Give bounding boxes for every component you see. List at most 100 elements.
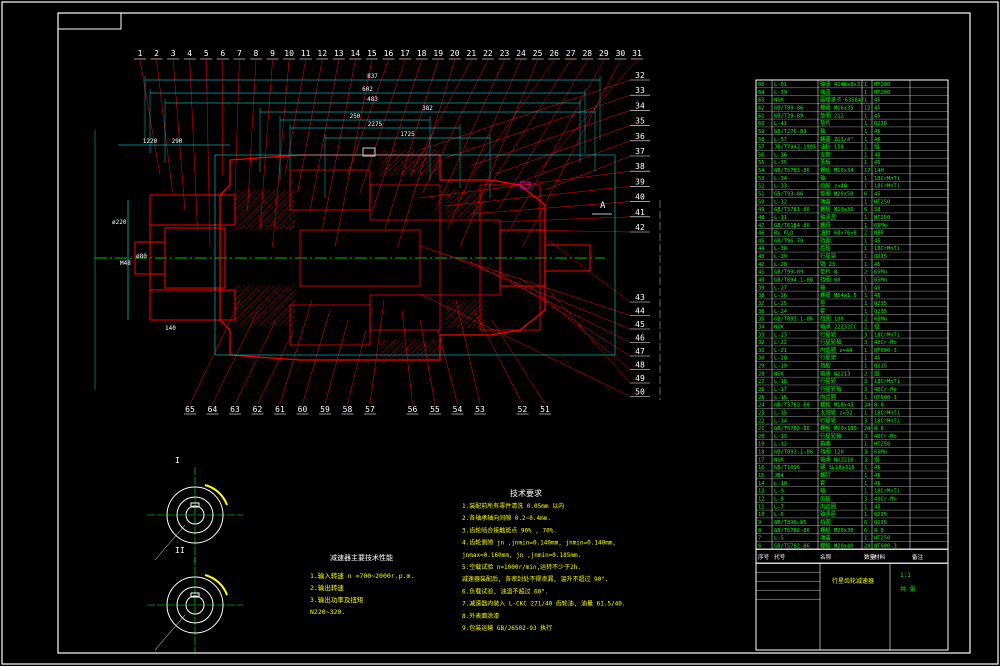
bom-cell-qty: 1 xyxy=(864,504,867,510)
section-hatch xyxy=(434,169,441,176)
bom-cell-material: HT250 xyxy=(874,199,890,205)
bom-cell-material: Q235 xyxy=(874,121,887,127)
section-leader xyxy=(154,614,186,651)
balloon-number: 2 xyxy=(154,49,159,58)
bom-cell-code: GB/T5782-86 xyxy=(774,528,810,534)
balloon-number: 61 xyxy=(275,405,285,414)
balloon-number: 45 xyxy=(635,320,645,329)
tech-item: 4.齿轮侧隙 jn ,jnmin=0.140mm, jnmin=0.140mm, xyxy=(462,539,616,547)
bom-cell-material: 组 xyxy=(874,369,880,377)
bom-cell-qty: 1 xyxy=(864,442,867,448)
view-label-a: A xyxy=(600,201,606,211)
tech-item: 3.齿轮啮合接触斑点 90% , 70%. xyxy=(462,526,557,534)
bom-cell-no: 22 xyxy=(758,418,765,424)
bom-cell-name: 轴 xyxy=(820,174,825,182)
bom-cell-qty: 1 xyxy=(864,215,867,221)
bom-cell-code: NSK xyxy=(774,457,784,463)
bom-cell-qty: 1 xyxy=(864,82,867,88)
section-hatch xyxy=(234,189,261,216)
bom-cell-qty: 3 xyxy=(864,387,867,393)
section-views: III xyxy=(147,456,243,653)
bom-cell-code: L-13 xyxy=(774,434,787,440)
keyway xyxy=(190,592,200,598)
bom-cell-name: 轴承座 xyxy=(820,510,837,518)
bom-cell-no: 35 xyxy=(758,317,765,323)
balloon-number: 31 xyxy=(632,49,642,58)
bom-cell-material: 18CrMnTi xyxy=(874,379,900,385)
bom-cell-material: 45 xyxy=(874,356,881,362)
balloon-number: 51 xyxy=(540,405,550,414)
bom-cell-qty: 1 xyxy=(864,465,867,471)
dimension-text: ø220 xyxy=(112,219,127,226)
section-hatch xyxy=(284,314,296,326)
section-hatch xyxy=(259,289,296,326)
leader-line xyxy=(419,293,631,397)
leader-line xyxy=(297,59,323,194)
bom-cell-no: 47 xyxy=(758,223,765,229)
section-hatch xyxy=(239,284,281,326)
bom-cell-no: 21 xyxy=(758,426,765,432)
leader-line xyxy=(369,299,385,405)
leader-line xyxy=(544,285,631,384)
bom-cell-code: L-6 xyxy=(774,512,784,518)
bom-cell-name: 挡圈 100 xyxy=(820,315,844,323)
section-hatch xyxy=(239,189,281,231)
bom-cell-qty: 1 xyxy=(864,278,867,284)
bom-cell-code: NSK xyxy=(774,324,784,330)
bom-cell-name: 挡板 xyxy=(820,362,831,370)
balloon-number: 6 xyxy=(220,49,225,58)
section-hatch xyxy=(394,149,421,176)
balloon-number: 58 xyxy=(343,405,353,414)
section-label: II xyxy=(175,546,185,555)
balloon-number: 35 xyxy=(635,117,645,126)
bom-cell-name: 端盖 xyxy=(820,197,831,205)
section-hatch xyxy=(419,154,441,176)
dimension-text: 250 xyxy=(350,113,361,120)
section-hatch xyxy=(254,189,296,231)
balloon-number: 10 xyxy=(284,49,294,58)
bom-cell-no: 42 xyxy=(758,262,765,268)
perf-item: 1.输入转速 n =700~2000r.p.m. xyxy=(310,571,414,580)
bom-cell-material: 45 xyxy=(874,262,881,268)
balloon-number: 23 xyxy=(500,49,510,58)
bom-cell-code: L-24 xyxy=(774,309,787,315)
section-hatch xyxy=(476,209,486,219)
input-flange-top xyxy=(149,194,236,226)
bom-cell-name: 螺栓 M10x30 xyxy=(820,205,854,213)
section-hatch xyxy=(444,299,456,311)
bom-cell-qty: 1 xyxy=(864,199,867,205)
bom-cell-code: L-41 xyxy=(774,121,787,127)
balloon-number: 12 xyxy=(317,49,327,58)
output-shaft xyxy=(544,244,591,272)
section-hatch xyxy=(416,339,436,359)
bom-cell-material: 45 xyxy=(874,285,881,291)
bom-cell-code: L-34 xyxy=(774,176,787,182)
leader-line xyxy=(519,277,631,370)
bom-header-cell: 代号 xyxy=(774,553,786,561)
section-hatch xyxy=(379,339,386,346)
balloon-number: 15 xyxy=(367,49,377,58)
bom-cell-qty: 1 xyxy=(864,223,867,229)
bom-cell-material: NBR xyxy=(874,231,884,237)
bom-cell-material: 45 xyxy=(874,465,881,471)
bom-cell-name: 螺母 M64x1.5 xyxy=(820,291,857,299)
bom-cell-code: JB/T7942-1995 xyxy=(774,145,816,151)
leader-line xyxy=(322,59,356,230)
tech-item: 6.负载试验, 油温不超过 60°. xyxy=(462,587,549,595)
section-outer-circle xyxy=(166,576,224,634)
bom-cell-material: 18CrMnTi xyxy=(874,418,900,424)
leader-line xyxy=(444,94,631,159)
bom-cell-material: 组 xyxy=(874,455,880,463)
balloon-number: 52 xyxy=(518,405,528,414)
section-label: I xyxy=(175,456,180,465)
bom-header-cell: 材料 xyxy=(874,553,886,561)
bom-cell-no: 29 xyxy=(758,364,765,370)
section-hatch xyxy=(471,314,486,329)
section-arc-mark xyxy=(204,574,228,596)
title-block-name: 行星齿轮减速器 xyxy=(832,577,874,585)
leader-line xyxy=(419,245,631,316)
bom-cell-material: Q235 xyxy=(874,301,887,307)
bom-cell-no: 17 xyxy=(758,457,765,463)
section-view-ii: II xyxy=(147,546,243,653)
